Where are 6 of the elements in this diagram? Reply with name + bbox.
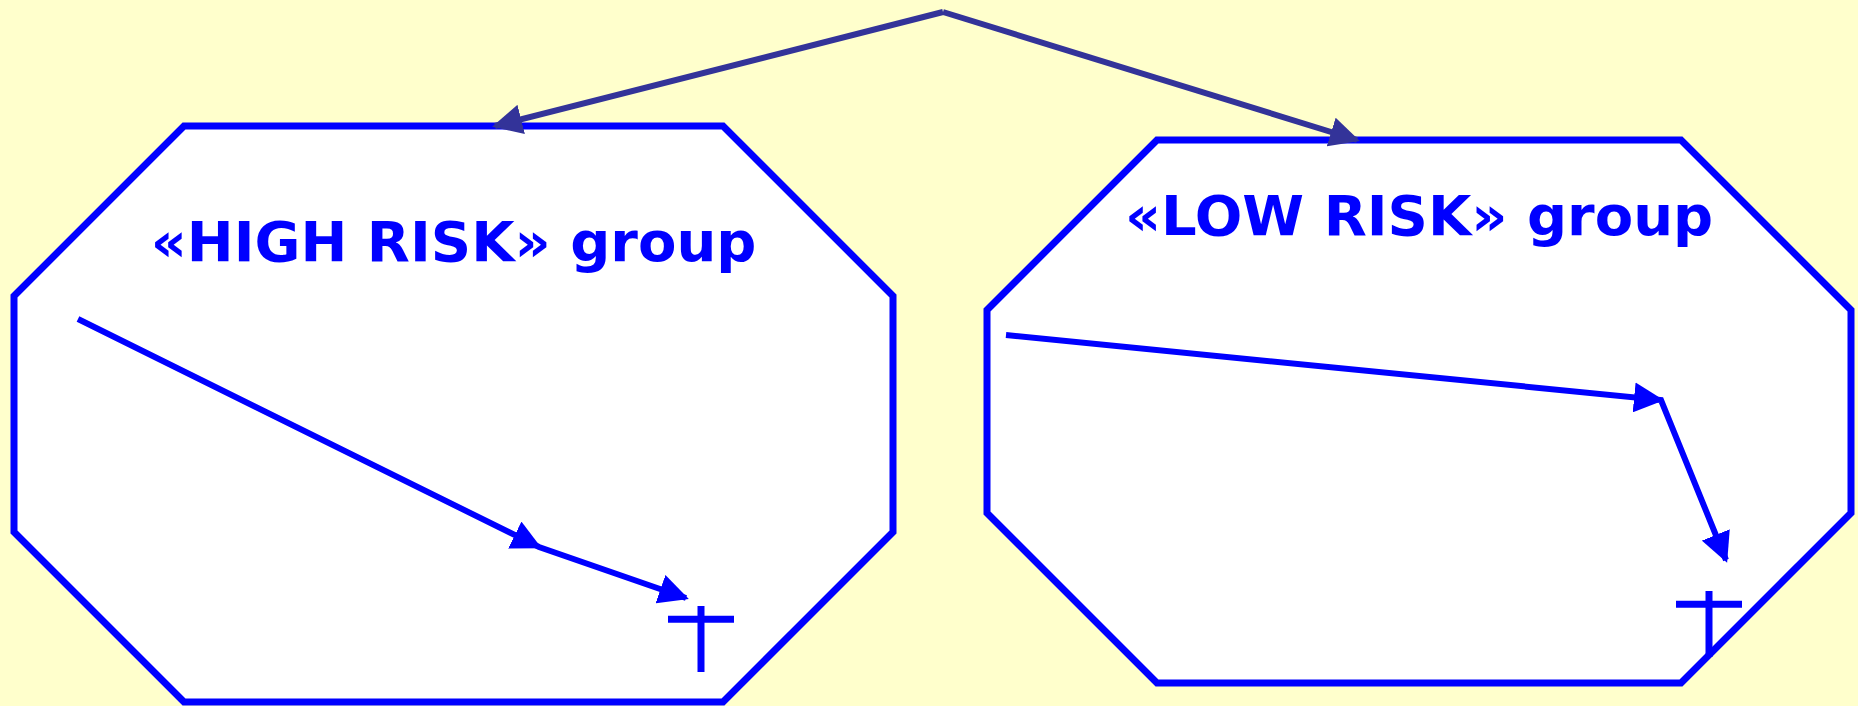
arrow bbox=[1005, 332, 1730, 563]
group-title: «HIGH RISK» group bbox=[150, 210, 757, 274]
group-title: «LOW RISK» group bbox=[1124, 184, 1714, 248]
arrow bbox=[942, 9, 1360, 147]
arrow bbox=[76, 316, 689, 604]
arrow bbox=[492, 9, 944, 134]
